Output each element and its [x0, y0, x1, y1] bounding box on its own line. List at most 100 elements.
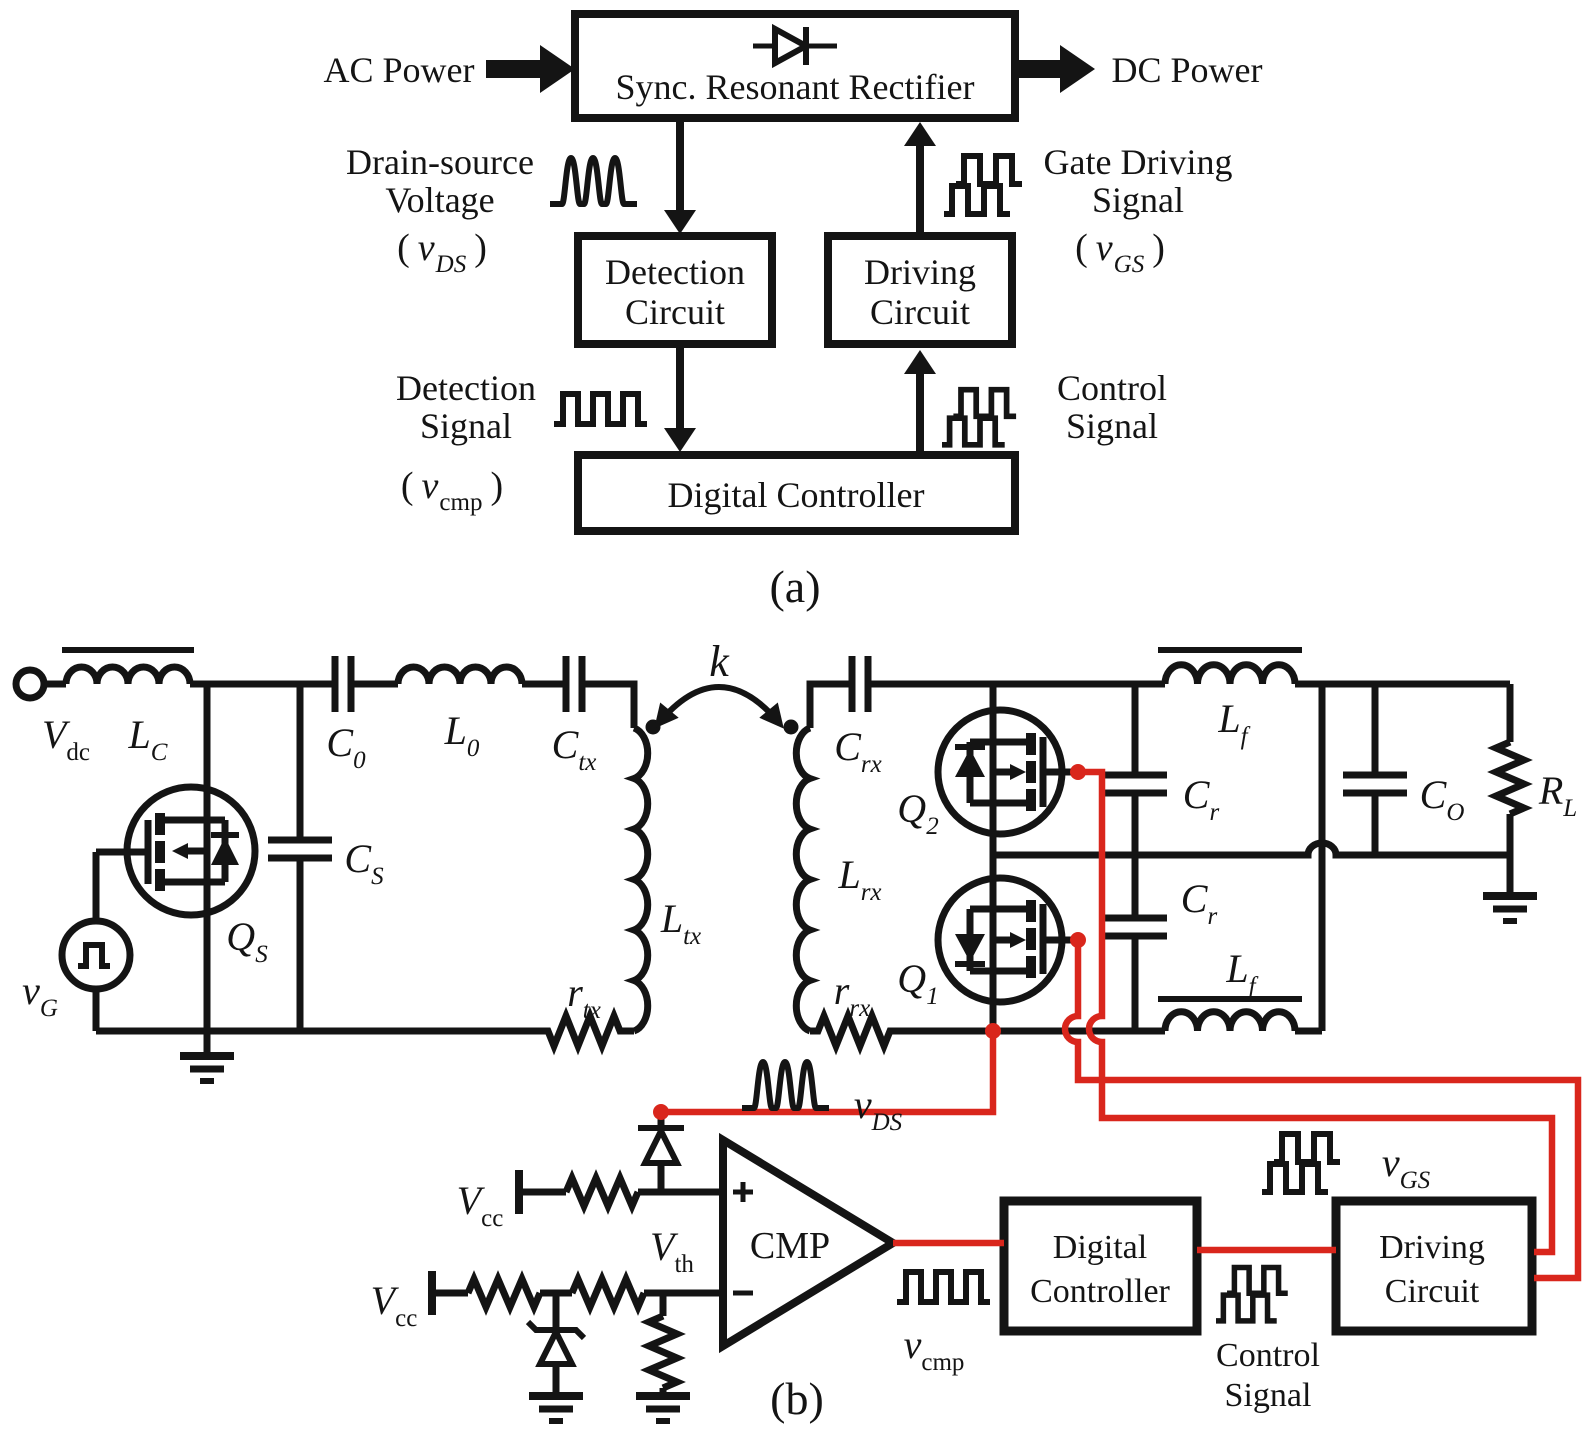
label-vdc: Vdc	[42, 712, 90, 766]
comparator-triangle	[719, 1132, 901, 1354]
label-cr-top: Cr	[1183, 772, 1220, 826]
control-waveform-icon-b	[1216, 1268, 1288, 1321]
label-qs: QS	[226, 914, 268, 968]
label-rl: RL	[1538, 768, 1577, 822]
gate-driving-line1: Gate Driving	[1044, 142, 1233, 182]
capacitor-co	[1343, 684, 1407, 855]
capacitor-crx	[848, 656, 872, 712]
lrx-polarity-dot-icon	[783, 719, 799, 735]
caption-a: (a)	[769, 561, 820, 612]
circuit-b: Vdc LC C0 L0 Ctx CS QS vG k Ltx rtx Crx …	[12, 637, 1582, 1424]
sense-diode-icon	[640, 1124, 682, 1166]
label-c0: C0	[326, 720, 366, 774]
drain-source-line2: Voltage	[385, 180, 494, 220]
zener-diode-icon	[535, 1325, 577, 1367]
vds-waveform-icon	[550, 158, 637, 204]
inductor-ltx	[623, 724, 652, 1035]
capacitor-ctx	[562, 656, 586, 712]
control-signal-b-line1: Control	[1216, 1337, 1320, 1374]
resistor-plus-input	[562, 1169, 642, 1215]
detection-signal-line2: Signal	[420, 406, 512, 446]
detection-circuit-block	[574, 232, 776, 348]
vcmp-paren-label: (vcmp)	[401, 465, 503, 516]
pulse-source-vg	[58, 852, 134, 1031]
plus-input-icon	[733, 1182, 753, 1202]
q1-body-diode-icon	[955, 934, 985, 962]
driving-circuit-block-b	[1331, 1196, 1537, 1336]
control-signal-line2: Signal	[1066, 406, 1158, 446]
vdc-terminal-icon	[12, 666, 48, 702]
label-vcmp-b: vcmp	[904, 1322, 965, 1376]
mosfet-q2	[934, 706, 1072, 838]
label-k: k	[709, 637, 730, 686]
label-vcc-upper: Vcc	[457, 1178, 504, 1232]
control-signal-b-line2: Signal	[1225, 1377, 1312, 1414]
label-vcc-lower: Vcc	[371, 1278, 418, 1332]
label-lrx: Lrx	[837, 852, 881, 906]
inductor-lrx	[792, 724, 821, 1035]
digital-controller-b-line2: Controller	[1030, 1273, 1170, 1310]
driving-circuit-b-line1: Driving	[1379, 1229, 1485, 1266]
digital-controller-b-line1: Digital	[1053, 1229, 1147, 1266]
digital-controller-block	[574, 451, 1019, 535]
zener-diode-branch	[525, 1293, 587, 1424]
vcmp-waveform-icon-b	[897, 1272, 990, 1302]
inductor-lf-top	[1161, 661, 1299, 685]
control-blocks	[999, 1196, 1537, 1336]
driving-box-line1: Driving	[864, 252, 976, 292]
vg-pulse-icon	[78, 942, 110, 969]
rx-mid-rail-with-hop	[993, 839, 1510, 859]
label-rrx: rrx	[834, 968, 870, 1022]
q2-body-diode-icon	[955, 749, 985, 777]
rectifier-block	[571, 10, 1019, 122]
coupling	[654, 684, 784, 729]
diode-icon	[753, 23, 837, 69]
driving-circuit-block	[824, 232, 1016, 348]
sense-corner-node-dot	[653, 1104, 669, 1120]
label-vth: Vth	[650, 1224, 694, 1278]
inductor-lc	[62, 663, 194, 685]
resistor-rtx-and-tx-bottom-rail	[96, 1006, 634, 1056]
q1-gate-node-dot	[1070, 932, 1086, 948]
red-signal-wires	[653, 764, 1582, 1282]
resistor-minus-input-1	[464, 1270, 544, 1316]
label-cmp: CMP	[750, 1225, 830, 1267]
detection-box-line2: Circuit	[625, 292, 725, 332]
mosfet-q1	[934, 874, 1072, 1006]
inductor-l0	[394, 663, 526, 685]
resistor-rl	[1487, 684, 1533, 855]
label-lf-bottom: Lf	[1225, 946, 1258, 1000]
label-crx: Crx	[834, 724, 882, 778]
vds-waveform-icon-b	[742, 1062, 829, 1108]
label-vgs-b: vGS	[1382, 1140, 1431, 1194]
caption-b: (b)	[770, 1373, 824, 1424]
tx-circuit	[12, 647, 661, 1084]
label-cs: CS	[344, 836, 384, 890]
label-q1: Q1	[897, 956, 938, 1010]
dc-power-label: DC Power	[1112, 50, 1263, 90]
detection-box-line1: Detection	[605, 252, 745, 292]
label-q2: Q2	[897, 786, 938, 840]
ac-input-arrow-icon	[486, 45, 575, 93]
capacitor-c0	[331, 656, 355, 712]
detection-signal-waveform-icon	[554, 394, 647, 424]
gate-driving-waveform-icon	[944, 156, 1022, 214]
drain-source-line1: Drain-source	[346, 142, 534, 182]
panel-a: Sync. Resonant Rectifier AC Power DC Pow…	[324, 10, 1263, 612]
vds-paren-label: (vDS)	[397, 227, 487, 278]
q2-gate-node-dot	[1070, 764, 1086, 780]
label-lc: LC	[128, 712, 168, 766]
detection-signal-line1: Detection	[396, 368, 536, 408]
vgs-waveform-icon-b	[1262, 1134, 1340, 1192]
ac-power-label: AC Power	[324, 50, 475, 90]
label-vg: vG	[22, 968, 58, 1022]
q1-gate-wire	[1061, 940, 1582, 1282]
label-ctx: Ctx	[552, 722, 597, 776]
capacitor-cr-top	[1103, 684, 1167, 855]
label-ltx: Ltx	[660, 896, 701, 950]
driving-box-line2: Circuit	[870, 292, 970, 332]
mosfet-qs	[96, 783, 259, 919]
resistor-rrx-and-rx-bottom-rail	[810, 1006, 1165, 1056]
